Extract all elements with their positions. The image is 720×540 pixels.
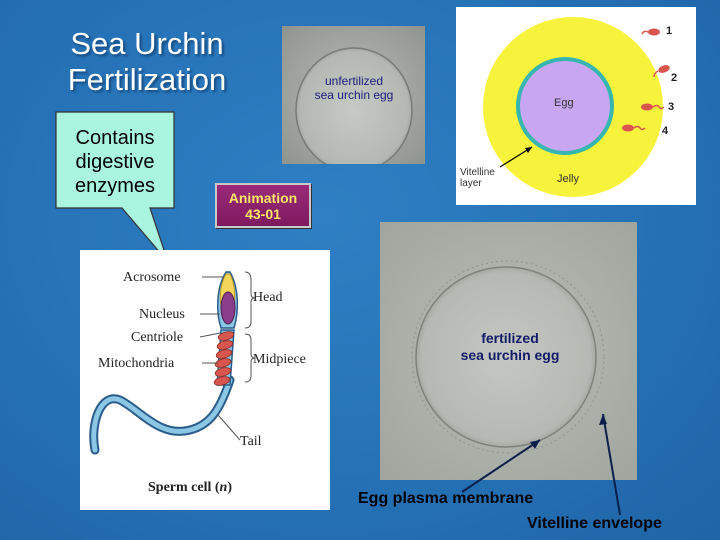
callout-line-2: digestive [75,151,155,173]
centriole-label: Centriole [131,330,184,345]
sperm-cell-caption: Sperm cell (n) [148,480,232,496]
tail-label: Tail [240,434,262,449]
sperm-cell-diagram [80,250,330,510]
midpiece-label: Midpiece [253,352,306,367]
jelly-label: Jelly [557,173,580,185]
mitochondria-label: Mitochondria [98,356,175,371]
acrosome-label: Acrosome [123,270,181,285]
head-label: Head [253,290,283,305]
caption-suffix: ) [227,480,232,495]
caption-prefix: Sperm cell ( [148,480,220,495]
callout-line-1: Contains [75,127,155,149]
sperm-icon-2 [653,65,670,78]
sperm-icon-1 [641,28,660,36]
animation-line-1: Animation [228,189,298,206]
slide-title: Sea Urchin Fertilization [42,26,252,98]
callout-line-3: enzymes [74,175,156,197]
plasma-membrane-label: Egg plasma membrane [358,490,534,507]
unfertilized-egg-photo [282,26,425,164]
caption-n: n [219,480,228,495]
nucleus-label: Nucleus [139,307,185,322]
fertilized-line-1: fertilized [481,330,539,346]
vitelline-line-1: Vitelline [460,167,495,178]
callout-text: Contains digestive enzymes [56,117,174,207]
step-number-4: 4 [662,125,669,137]
step-number-2: 2 [671,72,678,84]
fertilized-line-2: sea urchin egg [460,347,560,363]
vitelline-layer-label: Vitelline layer [460,167,495,189]
sperm-icon-4 [622,124,646,132]
vitelline-envelope-label: Vitelline envelope [527,515,662,532]
title-line-2: Fertilization [67,62,227,97]
egg-label: Egg [554,97,574,109]
unfertilized-label: unfertilized sea urchin egg [296,74,412,102]
step-number-1: 1 [666,25,673,37]
egg-shape [520,61,610,151]
step-number-3: 3 [668,101,675,113]
egg-layers-diagram [456,7,696,205]
sperm-icon-3 [641,103,665,111]
fertilized-egg-photo [380,222,637,480]
unfertilized-line-2: sea urchin egg [314,88,394,102]
animation-line-2: 43-01 [245,205,281,222]
animation-button[interactable]: Animation 43-01 [215,183,311,228]
vitelline-line-2: layer [460,178,482,189]
unfertilized-line-1: unfertilized [324,74,384,88]
title-line-1: Sea Urchin [70,26,224,61]
fertilized-label: fertilized sea urchin egg [430,330,590,364]
